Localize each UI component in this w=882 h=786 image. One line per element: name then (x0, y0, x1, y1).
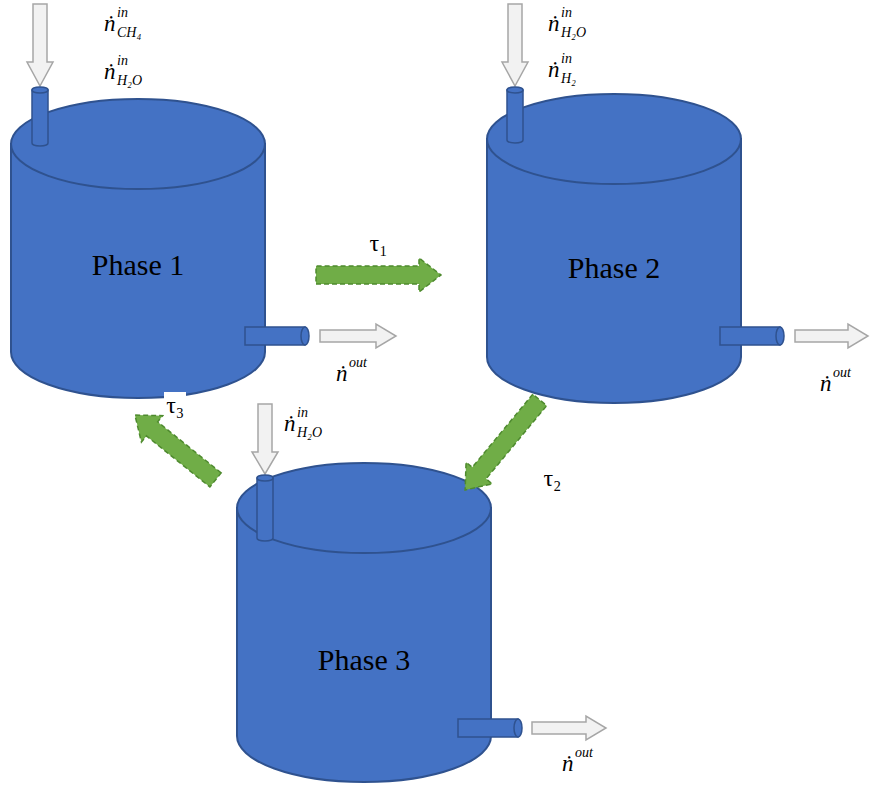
outlet-arrow (532, 716, 606, 740)
flow-symbol: ṅ (104, 12, 116, 35)
residence-time-label: τ₂ (541, 465, 563, 491)
inlet-pipe-mouth (257, 475, 273, 481)
flow-superscript: in (561, 52, 572, 66)
inlet-pipe-mouth (507, 87, 523, 93)
cylinder-tank: Phase 3 (236, 462, 492, 782)
tank-label: Phase 2 (486, 251, 742, 285)
flow-symbol: ṅ (104, 60, 116, 83)
transition-arrow (316, 258, 441, 292)
tank-label: Phase 3 (236, 643, 492, 677)
cylinder-top (237, 463, 491, 553)
outlet-arrow (320, 324, 396, 348)
tank-label: Phase 1 (10, 248, 266, 282)
outlet-arrow (795, 324, 868, 348)
flow-symbol: ṅ (562, 752, 574, 775)
cylinder-outline (486, 93, 742, 403)
pipes (32, 87, 784, 737)
flow-superscript: out (833, 366, 851, 380)
species-subscript: H₂O (561, 26, 586, 40)
outlet-pipe-mouth (514, 719, 522, 737)
flow-symbol: ṅ (548, 12, 560, 35)
inlet-arrows (27, 4, 528, 474)
cylinder-top (11, 99, 265, 189)
outlet-pipe-mouth (301, 327, 309, 345)
flow-symbol: ṅ (548, 58, 560, 81)
residence-time-label: τ₁ (367, 230, 389, 256)
residence-time-label: τ₃ (164, 392, 186, 418)
inlet-pipe-mouth (32, 87, 48, 93)
flow-superscript: out (575, 746, 593, 760)
inlet-pipe (257, 478, 273, 541)
inlet-arrow (27, 4, 53, 86)
outlet-pipe (245, 327, 305, 345)
outlet-arrows (320, 324, 868, 740)
flow-symbol: ṅ (284, 412, 296, 435)
flow-superscript: in (117, 54, 128, 68)
inlet-arrow (502, 4, 528, 86)
cylinder-outline (236, 462, 492, 782)
flow-superscript: out (349, 356, 367, 370)
species-subscript: H₂ (561, 72, 576, 86)
flow-symbol: ṅ (336, 362, 348, 385)
outlet-pipe (720, 327, 780, 345)
inlet-pipe (32, 90, 48, 146)
flow-symbol: ṅ (820, 372, 832, 395)
species-subscript: H₂O (297, 426, 322, 440)
outlet-pipe-mouth (776, 327, 784, 345)
flow-superscript: in (561, 6, 572, 20)
transition-arrow (135, 415, 221, 487)
species-subscript: CH₄ (117, 26, 141, 40)
inlet-arrow (252, 404, 278, 474)
transition-arrow (465, 394, 547, 490)
outlet-pipe (458, 719, 518, 737)
species-subscript: H₂O (117, 74, 142, 88)
inlet-pipe (507, 90, 523, 143)
cylinder-top (487, 94, 741, 184)
cylinder-tank: Phase 2 (486, 93, 742, 403)
flow-superscript: in (117, 6, 128, 20)
flow-superscript: in (297, 406, 308, 420)
